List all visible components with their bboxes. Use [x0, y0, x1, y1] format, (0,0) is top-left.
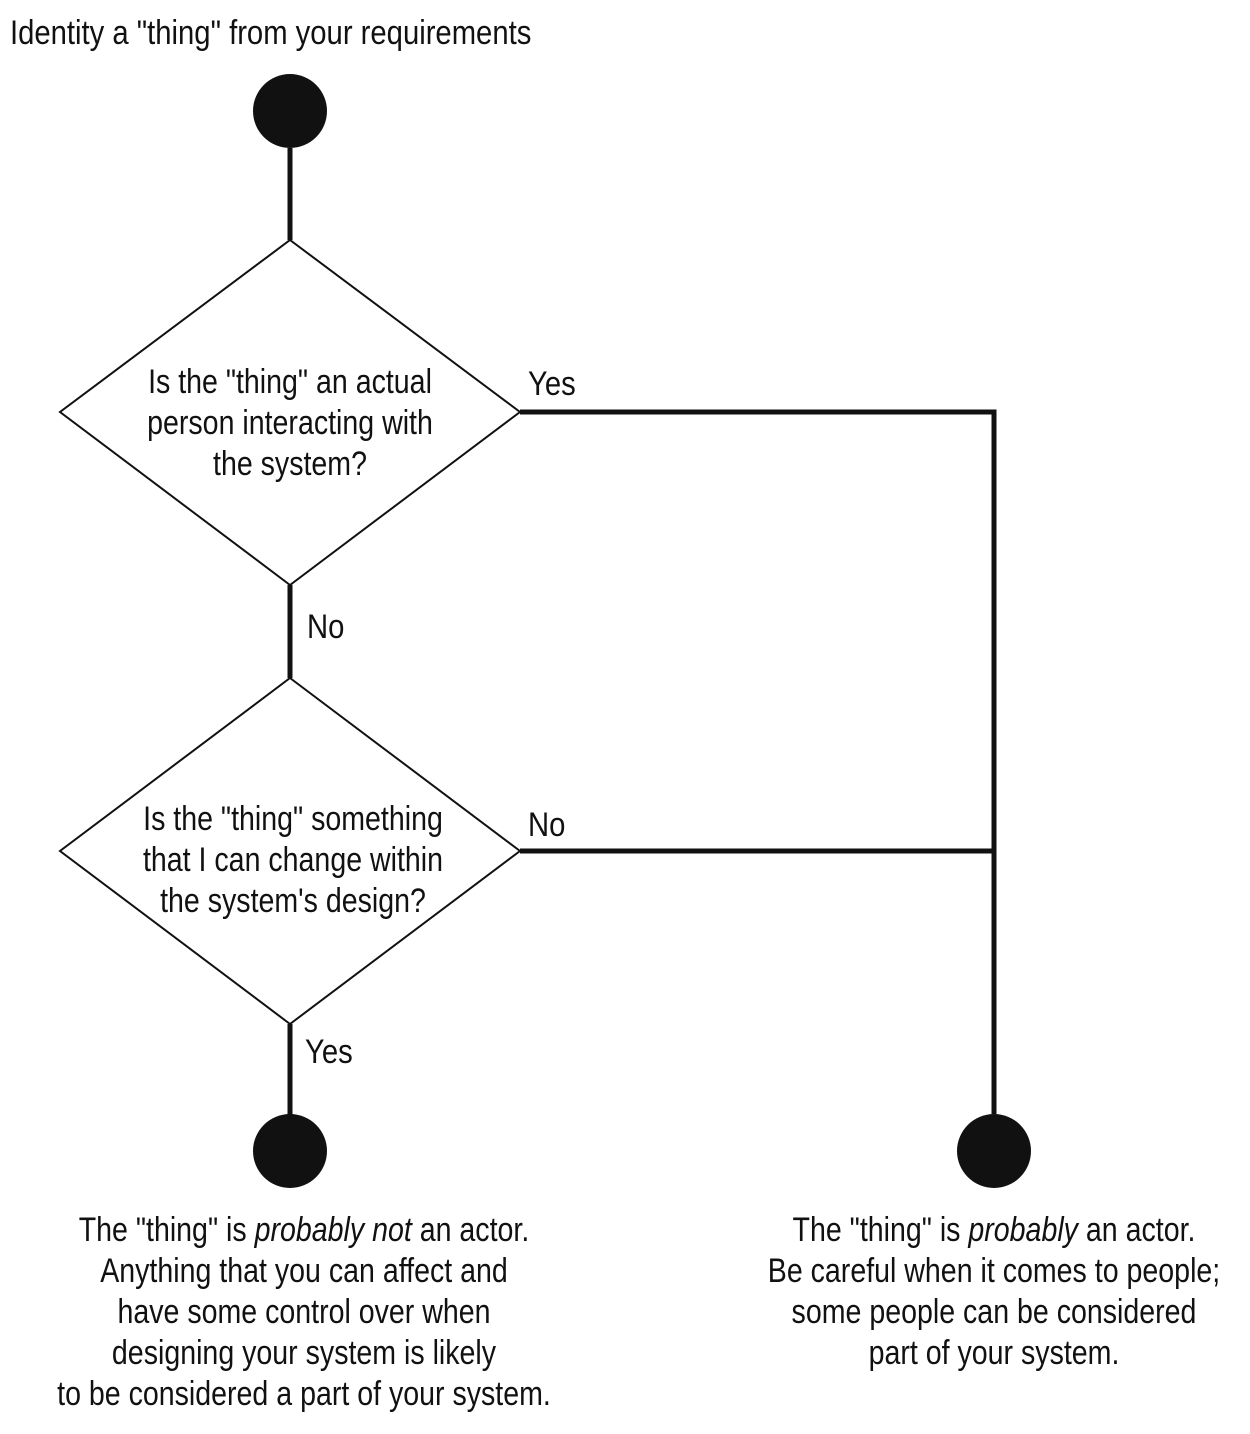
- decision-2-question-line: that I can change within: [142, 841, 444, 879]
- outcome-actor-heading: The "thing" is probably an actor.: [768, 1210, 1220, 1251]
- decision-1-question: Is the "thing" an actual person interact…: [147, 362, 433, 485]
- decision-2-question: Is the "thing" something that I can chan…: [143, 799, 443, 922]
- decision-2-question-line: Is the "thing" something: [143, 800, 443, 838]
- decision-1-question-line: person interacting with: [147, 404, 433, 442]
- outcome-not-actor-line: have some control over when: [117, 1293, 491, 1331]
- start-node: [253, 74, 327, 148]
- outcome-text: an actor.: [1077, 1211, 1196, 1249]
- diagram-title: Identity a "thing" from your requirement…: [10, 14, 532, 52]
- outcome-actor-line: Be careful when it comes to people;: [767, 1252, 1221, 1290]
- outcome-actor-line: some people can be considered: [791, 1293, 1197, 1331]
- outcome-text: The "thing" is: [792, 1211, 969, 1249]
- outcome-not-actor-line: designing your system is likely: [111, 1334, 497, 1372]
- end-node-actor: [957, 1114, 1031, 1188]
- outcome-actor-line: part of your system.: [868, 1334, 1120, 1372]
- decision-2-question-line: the system's design?: [160, 882, 426, 920]
- outcome-text: The "thing" is: [78, 1211, 255, 1249]
- decision-1-yes-label: Yes: [528, 365, 576, 403]
- connector-decision-1-yes: [520, 409, 997, 1114]
- end-node-not-actor: [253, 1114, 327, 1188]
- decision-2-no-label: No: [528, 806, 566, 844]
- decision-2-yes-label: Yes: [305, 1033, 353, 1071]
- outcome-emphasis: probably: [968, 1211, 1078, 1249]
- outcome-not-actor-line: to be considered a part of your system.: [57, 1375, 551, 1413]
- outcome-not-actor-heading: The "thing" is probably not an actor.: [57, 1210, 551, 1251]
- decision-1-question-line: Is the "thing" an actual: [148, 363, 432, 401]
- decision-1-no-label: No: [307, 608, 345, 646]
- outcome-emphasis: probably not: [254, 1211, 412, 1249]
- decision-1-question-line: the system?: [213, 445, 367, 483]
- outcome-not-actor: The "thing" is probably not an actor. An…: [57, 1210, 551, 1415]
- outcome-not-actor-line: Anything that you can affect and: [100, 1252, 508, 1290]
- outcome-text: an actor.: [411, 1211, 530, 1249]
- outcome-actor: The "thing" is probably an actor. Be car…: [768, 1210, 1220, 1374]
